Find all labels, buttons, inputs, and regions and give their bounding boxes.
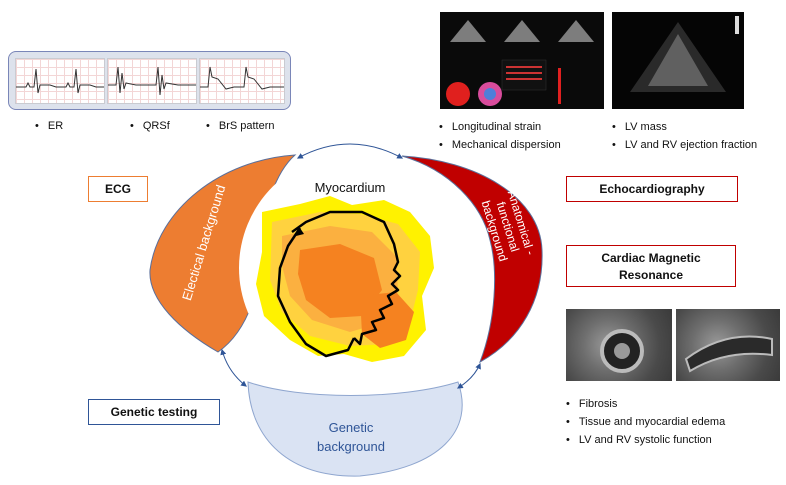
conduction-path [276, 210, 402, 358]
ecg-item-3: BrS pattern [206, 117, 275, 135]
arrow-ecg-echo [296, 143, 404, 159]
ecg-item-1: ER [35, 117, 63, 135]
ecg-strip-qrsf [107, 58, 197, 104]
cmr-box: Cardiac Magnetic Resonance [566, 245, 736, 287]
genetic-lobe [247, 381, 463, 477]
genetic-lobe-label-2: background [317, 439, 385, 454]
cmr-short-axis-image [566, 309, 672, 381]
ecg-strip-er [15, 58, 105, 104]
echo-list-left: Longitudinal strain Mechanical dispersio… [439, 118, 561, 154]
scar-tissue-map [256, 196, 434, 362]
myocardium-title: Myocardium [315, 180, 386, 195]
cmr-long-axis-image [676, 309, 780, 381]
strain-echo-image [440, 12, 604, 109]
genetic-lobe-label-1: Genetic [329, 420, 374, 435]
cmr-list: Fibrosis Tissue and myocardial edema LV … [566, 395, 725, 449]
lv-echo-image [612, 12, 744, 109]
ecg-item-2: QRSf [130, 117, 170, 135]
arrow-ecg-genetic [220, 348, 247, 387]
anatomical-lobe [401, 155, 543, 364]
ecg-examples-panel [8, 51, 291, 110]
echo-list-right: LV mass LV and RV ejection fraction [612, 118, 757, 154]
ecg-box: ECG [88, 176, 148, 202]
conduction-arrow-icon [296, 228, 304, 236]
ecg-strip-brs [199, 58, 285, 104]
arrow-echo-genetic [456, 362, 481, 389]
genetic-testing-box: Genetic testing [88, 399, 220, 425]
echocardiography-box: Echocardiography [566, 176, 738, 202]
